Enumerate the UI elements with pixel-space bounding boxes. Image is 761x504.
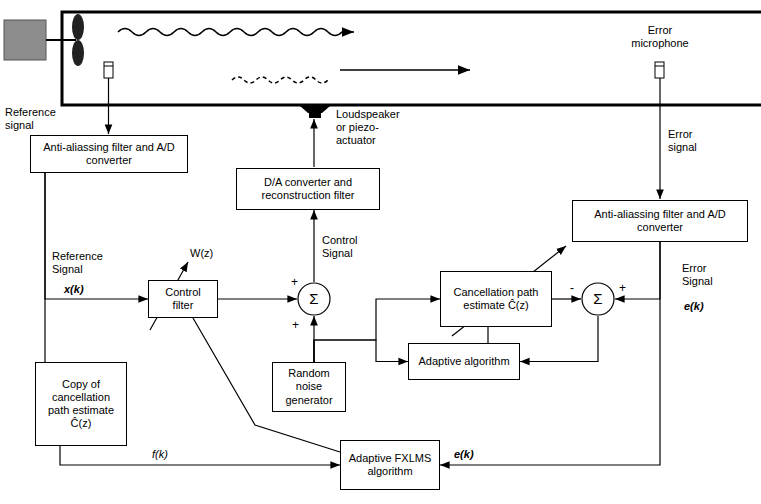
node-text: Σ [593, 290, 602, 308]
signal-connector [552, 298, 581, 299]
noise-generator-box: Random noise generator [272, 362, 346, 412]
signal-connector [193, 318, 340, 452]
filter-box: Cancellation path estimate Ĉ(z) [440, 271, 552, 327]
filter-box: Copy of cancellation path estimate Ĉ(z) [35, 362, 127, 446]
signal-name: Reference signal [5, 106, 67, 132]
loudspeaker-magnet [309, 113, 321, 118]
reference-microphone [104, 62, 113, 78]
converter-box: Anti-aliassing filter and A/D converter [572, 200, 748, 242]
signal-connector [615, 242, 660, 299]
algorithm-box: Adaptive algorithm [408, 343, 520, 380]
converter-box: Anti-aliassing filter and A/D converter [30, 135, 188, 173]
node-text: Σ [309, 290, 318, 308]
signal-connector [44, 173, 45, 362]
node-text: Adaptive FXLMS algorithm [346, 452, 434, 478]
signal-name: e(k) [684, 300, 704, 313]
error-microphone [655, 62, 664, 78]
signal-name: x(k) [62, 283, 86, 296]
fan-blade [72, 40, 84, 66]
sign-mark: + [292, 318, 299, 332]
node-text: Anti-aliassing filter and A/D converter [578, 208, 742, 234]
algorithm-box: Adaptive FXLMS algorithm [340, 440, 440, 490]
sign-mark: - [570, 281, 574, 295]
anti-sound-wave [232, 77, 328, 83]
signal-connector [60, 446, 340, 465]
sign-mark: + [291, 275, 298, 289]
transfer-function: W(z) [190, 247, 213, 260]
signal-wire [659, 78, 660, 199]
node-text: Control filter [154, 286, 212, 312]
signal-connector [314, 340, 408, 362]
sign-mark: + [619, 281, 626, 295]
node-text: Anti-aliassing filter and A/D converter [36, 141, 182, 167]
microphone-grille [104, 66, 113, 67]
signal-name: f(k) [150, 448, 170, 461]
signal-connector [487, 327, 488, 343]
node-text: Random noise generator [278, 367, 340, 407]
node-text: Adaptive algorithm [418, 355, 509, 368]
node-text: Copy of cancellation path estimate Ĉ(z) [41, 378, 121, 431]
part-name: Error microphone [618, 24, 702, 50]
circle-outline [582, 283, 614, 315]
signal-name: Error Signal [682, 262, 732, 288]
duct-wall [62, 12, 761, 105]
signal-connector [313, 210, 314, 282]
signal-connector [45, 173, 148, 299]
part-name: Loudspeaker or piezo-actuator [336, 108, 412, 148]
signal-name: e(k) [452, 448, 476, 461]
node-text: Cancellation path estimate Ĉ(z) [446, 286, 546, 312]
fan-shaft [46, 39, 76, 41]
primary-sound-wave [118, 29, 354, 36]
signal-connector [218, 298, 297, 299]
converter-box: D/A converter and reconstruction filter [236, 168, 380, 210]
fan-blade [72, 14, 84, 40]
signal-name: Reference Signal [52, 250, 114, 276]
microphone-grille [655, 66, 664, 67]
loudspeaker-cone [300, 106, 330, 113]
signal-wire [108, 78, 109, 134]
summing-junction: Σ [297, 282, 331, 316]
signal-wire [313, 119, 314, 167]
filter-box: Control filter [148, 280, 218, 318]
signal-name: Error signal [668, 128, 712, 154]
circle-outline [298, 283, 330, 315]
fan-motor [4, 20, 46, 60]
residual-sound-wave [340, 69, 470, 71]
node-text: D/A converter and reconstruction filter [242, 176, 374, 202]
summing-junction: Σ [581, 282, 615, 316]
signal-name: Control Signal [322, 234, 370, 260]
